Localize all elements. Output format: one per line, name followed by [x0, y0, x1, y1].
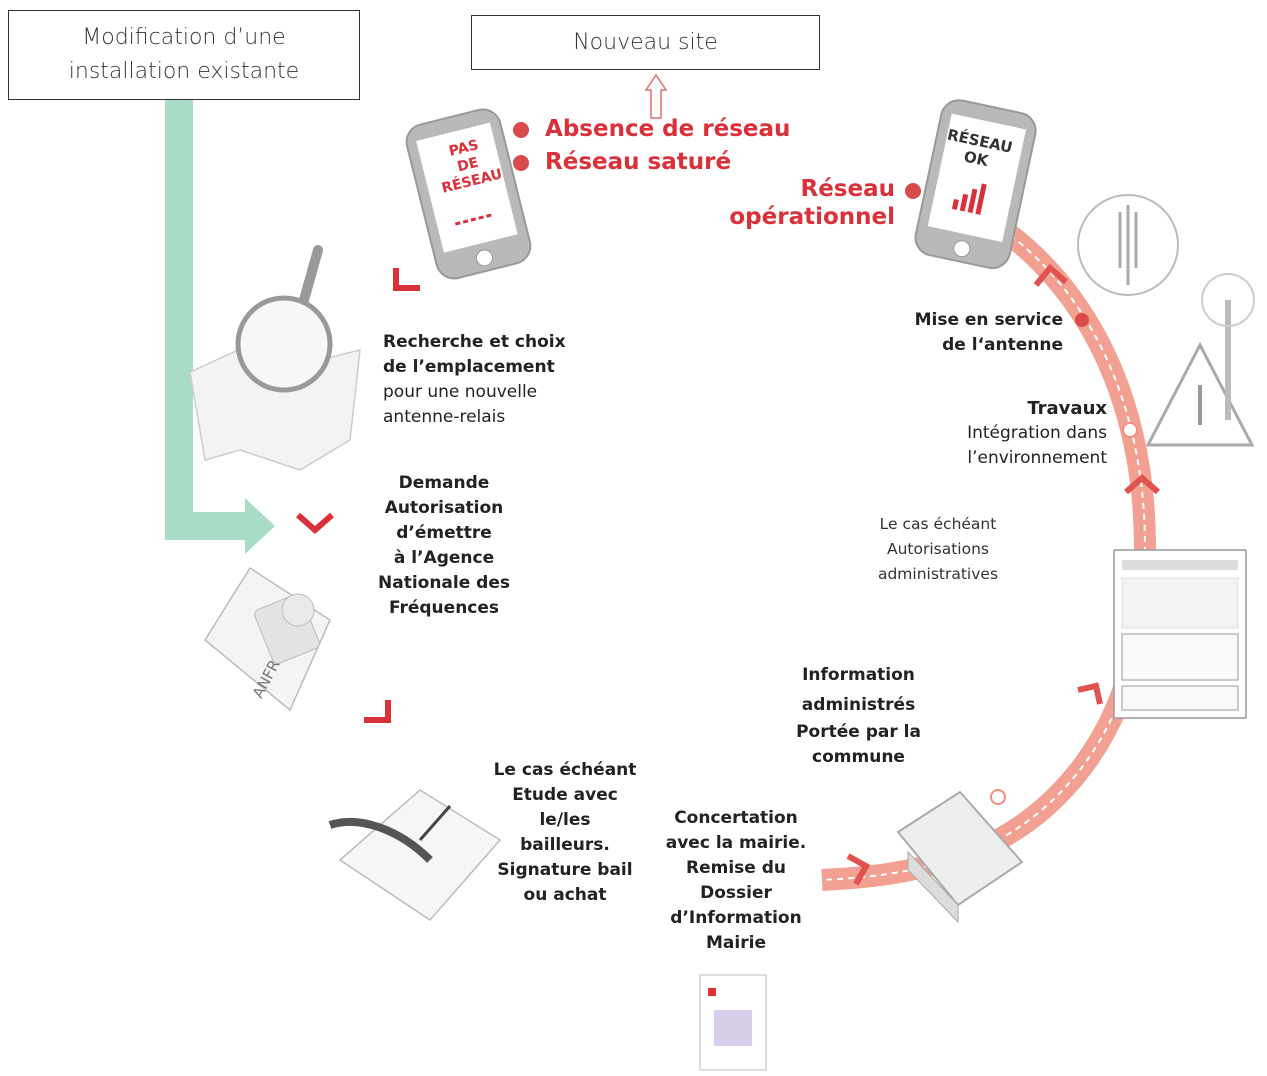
step-concertation: Concertation avec la mairie. Remise du D…	[660, 806, 812, 956]
step-travaux: Travaux Intégration dans l’environnement	[955, 396, 1107, 471]
status-sature: Réseau saturé	[513, 149, 731, 175]
step-information-line-4: commune	[812, 747, 905, 767]
antenna-icon	[1077, 194, 1179, 296]
green-arrow-icon	[165, 100, 275, 554]
step-recherche: Recherche et choix de l’emplacement pour…	[383, 330, 566, 430]
step-mise-en-service: Mise en service de l‘antenne	[905, 308, 1063, 358]
chevron-red-3	[364, 700, 391, 723]
step-etude: Le cas échéant Etude avec le/les bailleu…	[490, 758, 640, 908]
nouveau-site-box: Nouveau site	[471, 15, 820, 70]
step-travaux-line-1: Travaux	[1027, 398, 1107, 419]
step-mise-line-2: de l‘antenne	[942, 335, 1063, 355]
step-information-line-1: Information	[802, 665, 915, 685]
dossier-book-icon	[896, 790, 1024, 924]
up-arrow-icon	[644, 73, 668, 119]
status-operationnel-line-1: Réseau	[800, 176, 896, 202]
nouveau-site-label: Nouveau site	[573, 30, 718, 55]
roadwork-sign-icon	[1145, 273, 1255, 447]
bullet-icon	[905, 183, 921, 199]
information-document-icon	[699, 974, 767, 1071]
step-information: Information administrés Portée par la co…	[786, 660, 931, 770]
step-etude-line-5: Signature bail	[497, 860, 633, 880]
step-demande-line-6: Fréquences	[388, 598, 500, 618]
step-demande: Demande Autorisation d’émettre à l’Agenc…	[364, 471, 524, 621]
step-mise-line-1: Mise en service	[914, 310, 1063, 330]
status-absence-label: Absence de réseau	[545, 116, 791, 142]
bullet-icon	[513, 154, 529, 171]
step-concertation-line-5: d’Information	[670, 908, 802, 928]
administrative-form-icon	[1113, 549, 1247, 719]
map-magnifier-icon	[189, 245, 361, 471]
step-travaux-line-3: l’environnement	[967, 448, 1107, 468]
bullet-icon	[513, 121, 529, 138]
step-information-line-3: Portée par la	[796, 722, 921, 742]
status-absence: Absence de réseau	[513, 116, 790, 142]
step-information-line-2: administrés	[801, 695, 916, 715]
step-recherche-line-3: pour une nouvelle	[383, 382, 538, 402]
step-etude-line-3: le/les	[539, 810, 591, 830]
step-demande-line-3: d’émettre	[396, 523, 492, 543]
status-sature-label: Réseau saturé	[545, 149, 732, 175]
chevron-red-1	[393, 268, 420, 291]
step-concertation-line-2: avec la mairie.	[665, 833, 807, 853]
step-etude-line-2: Etude avec	[512, 785, 618, 805]
status-operationnel-line-2: opérationnel	[729, 204, 895, 230]
step-etude-line-1: Le cas échéant	[493, 760, 637, 780]
step-etude-line-6: ou achat	[523, 885, 607, 905]
step-etude-line-4: bailleurs.	[520, 835, 610, 855]
step-autorisations-line-2: Autorisations	[886, 540, 989, 558]
modification-box: Modification d’une installation existant…	[8, 10, 360, 100]
anfr-document-icon	[204, 566, 331, 712]
step-recherche-line-4: antenne-relais	[383, 407, 506, 427]
step-concertation-line-4: Dossier	[700, 883, 772, 903]
modification-line-1: Modification d’une	[82, 25, 286, 50]
step-autorisations-line-3: administratives	[877, 565, 999, 583]
phone-network-ok-icon	[914, 99, 1037, 270]
phone-no-signal-icon	[405, 108, 532, 280]
step-demande-line-1: Demande	[398, 473, 490, 493]
signing-hand-icon	[328, 789, 502, 921]
step-recherche-line-1: Recherche et choix	[383, 332, 566, 352]
step-concertation-line-3: Remise du	[686, 858, 786, 878]
step-demande-line-5: Nationale des	[378, 573, 510, 593]
chevron-red-2	[296, 512, 334, 535]
step-autorisations-line-1: Le cas échéant	[879, 515, 997, 533]
step-concertation-line-6: Mairie	[706, 933, 766, 953]
step-concertation-line-1: Concertation	[674, 808, 798, 828]
step-demande-line-2: Autorisation	[384, 498, 504, 518]
status-operationnel: Réseau opérationnel	[720, 175, 895, 231]
step-demande-line-4: à l’Agence	[393, 548, 495, 568]
step-autorisations: Le cas échéant Autorisations administrat…	[868, 512, 1008, 587]
step-recherche-line-2: de l’emplacement	[383, 357, 555, 377]
step-travaux-line-2: Intégration dans	[967, 423, 1107, 443]
modification-line-2: installation existante	[68, 59, 300, 84]
